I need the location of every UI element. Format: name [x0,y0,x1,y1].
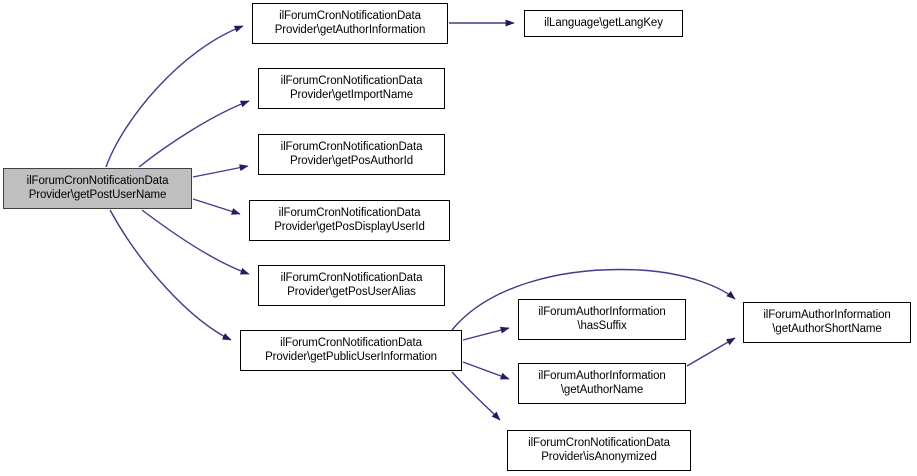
node-getAuthorShortName[interactable]: ilForumAuthorInformation \getAuthorShort… [743,302,911,343]
node-label-getPostUserName: ilForumCronNotificationData Provider\get… [26,175,169,201]
node-label-getPublicUserInformation: ilForumCronNotificationData Provider\get… [265,337,437,363]
node-label-getPosDisplayUserId: ilForumCronNotificationData Provider\get… [274,207,425,233]
node-label-getImportName: ilForumCronNotificationData Provider\get… [280,75,423,101]
node-getImportName[interactable]: ilForumCronNotificationData Provider\get… [258,68,445,109]
node-getPosUserAlias[interactable]: ilForumCronNotificationData Provider\get… [258,265,445,306]
node-label-getAuthorInformation: ilForumCronNotificationData Provider\get… [274,10,426,36]
node-getAuthorInformation[interactable]: ilForumCronNotificationData Provider\get… [252,3,448,44]
node-getPublicUserInformation[interactable]: ilForumCronNotificationData Provider\get… [240,330,462,371]
call-edge-getPostUserName-to-getPosAuthorId [192,164,249,178]
call-edge-getPostUserName-to-getImportName [138,100,250,168]
node-label-getLangKey: ilLanguage\getLangKey [544,16,663,29]
node-getPosDisplayUserId[interactable]: ilForumCronNotificationData Provider\get… [249,200,450,241]
node-getPosAuthorId[interactable]: ilForumCronNotificationData Provider\get… [258,134,445,175]
node-label-getPosUserAlias: ilForumCronNotificationData Provider\get… [280,272,423,298]
call-edge-getPostUserName-to-getPosUserAlias [141,209,250,275]
node-getLangKey[interactable]: ilLanguage\getLangKey [524,10,683,37]
call-edge-getPostUserName-to-getPublicUserInformation [109,209,232,341]
node-isAnonymized[interactable]: ilForumCronNotificationData Provider\isA… [507,430,691,471]
node-label-getAuthorShortName: ilForumAuthorInformation \getAuthorShort… [763,309,891,335]
call-edge-getPublicUserInformation-to-isAnonymized [451,371,501,421]
call-edge-getAuthorName-to-getAuthorShortName [686,337,736,367]
node-label-getPosAuthorId: ilForumCronNotificationData Provider\get… [280,141,423,167]
call-edge-getPostUserName-to-getAuthorInformation [105,25,244,168]
call-edge-getPublicUserInformation-to-hasSuffix [462,326,510,341]
node-getAuthorName[interactable]: ilForumAuthorInformation \getAuthorName [518,363,686,404]
node-label-hasSuffix: ilForumAuthorInformation \hasSuffix [538,306,666,332]
node-getPostUserName[interactable]: ilForumCronNotificationData Provider\get… [3,168,192,209]
node-label-getAuthorName: ilForumAuthorInformation \getAuthorName [538,370,666,396]
node-hasSuffix[interactable]: ilForumAuthorInformation \hasSuffix [518,299,686,340]
node-label-isAnonymized: ilForumCronNotificationData Provider\isA… [528,437,670,463]
call-edge-getPostUserName-to-getPosDisplayUserId [192,198,241,215]
call-edge-getPublicUserInformation-to-getAuthorName [462,361,510,380]
